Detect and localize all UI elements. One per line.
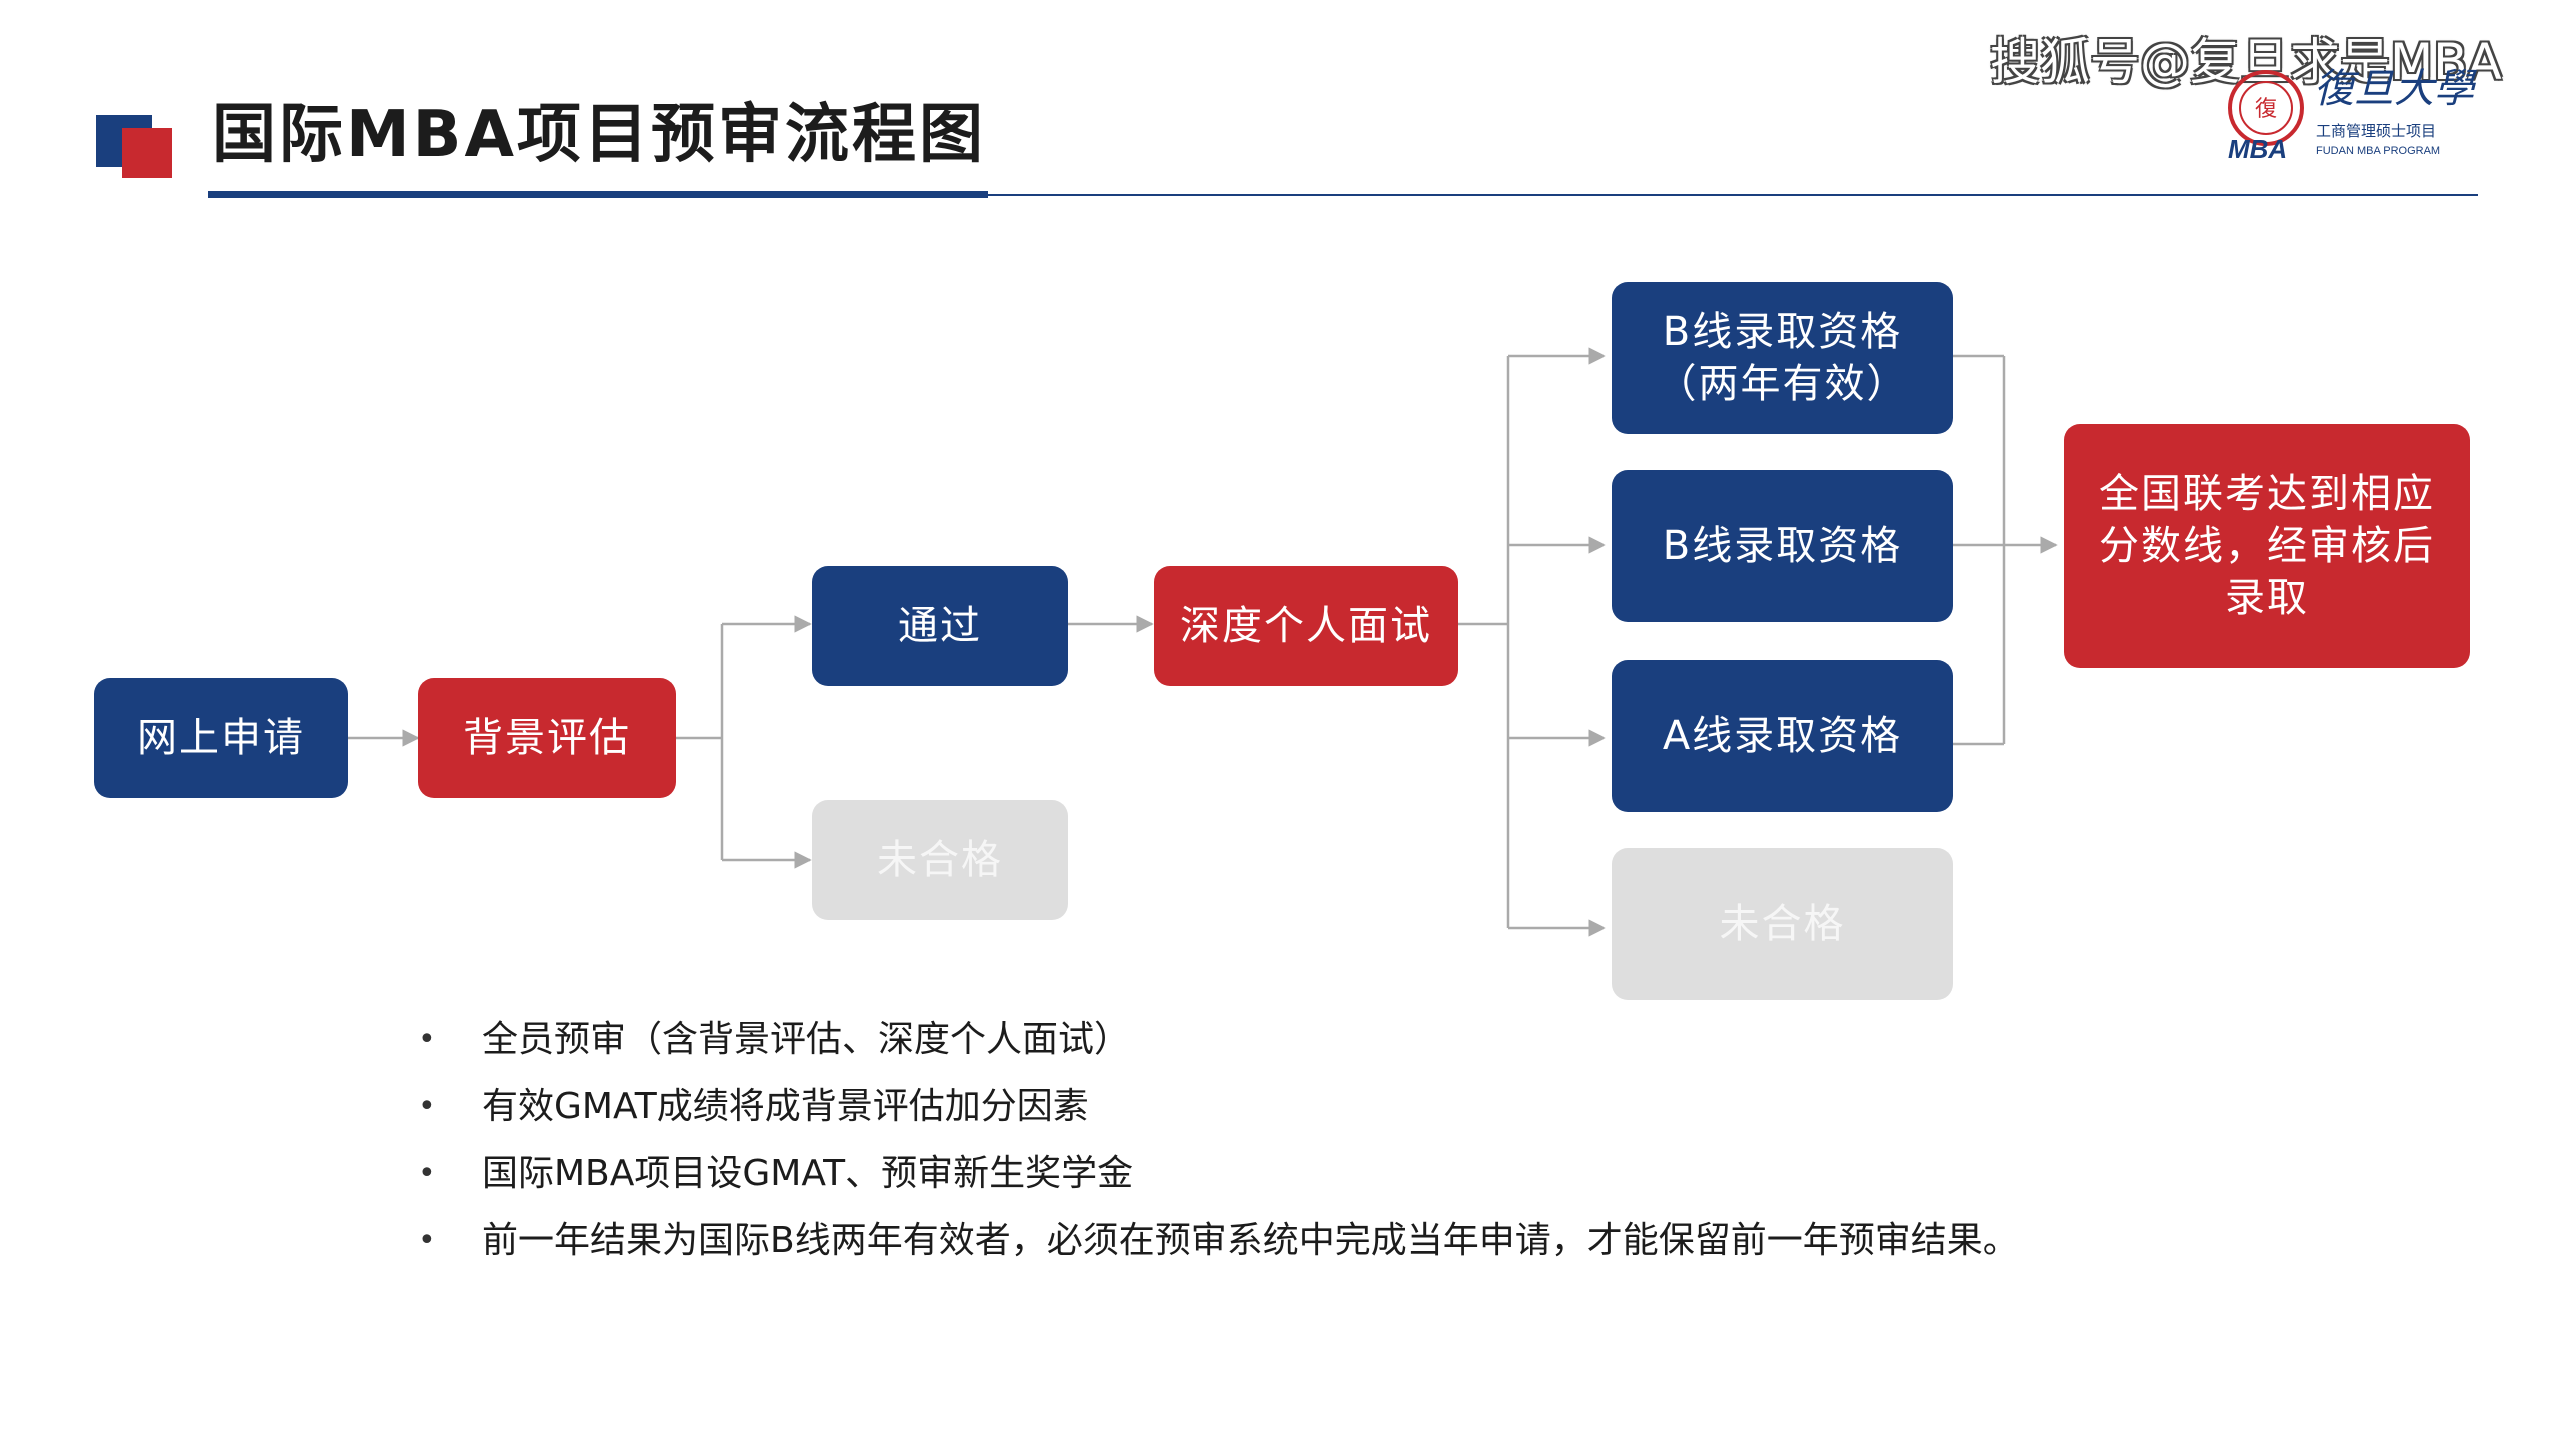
header-rule-accent [208,191,988,198]
box-b-line: B线录取资格 [1612,470,1953,622]
box-b-line-two-year: B线录取资格 （两年有效） [1612,282,1953,434]
header-rule [208,194,2478,196]
note-text: 有效GMAT成绩将成背景评估加分因素 [482,1086,1089,1127]
note-text: 全员预审（含背景评估、深度个人面试） [482,1019,1131,1060]
logo-subtitle-en: FUDAN MBA PROGRAM [2316,145,2440,157]
box-pass: 通过 [812,566,1068,686]
list-item: • 国际MBA项目设GMAT、预审新生奖学金 [410,1140,2019,1207]
bullet-icon: • [418,1156,436,1191]
logo-subtitle-cn: 工商管理硕士项目 [2316,122,2436,140]
bullet-icon: • [418,1089,436,1124]
box-not-qualified-1: 未合格 [812,800,1068,920]
header-square-red [122,128,172,178]
note-text: 前一年结果为国际B线两年有效者，必须在预审系统中完成当年申请，才能保留前一年预审… [482,1220,2019,1261]
bullet-icon: • [418,1022,436,1057]
watermark: 搜狐号@复旦求是MBA [1990,33,2502,91]
fudan-seal-icon: 復 [2228,70,2304,146]
box-background-evaluation: 背景评估 [418,678,676,798]
box-not-qualified-2: 未合格 [1612,848,1953,1000]
box-final-admission: 全国联考达到相应 分数线，经审核后 录取 [2064,424,2470,668]
box-personal-interview: 深度个人面试 [1154,566,1458,686]
logo-mark: MBA [2228,134,2287,162]
svg-text:復: 復 [2255,97,2277,122]
list-item: • 前一年结果为国际B线两年有效者，必须在预审系统中完成当年申请，才能保留前一年预… [410,1207,2019,1274]
box-online-application: 网上申请 [94,678,348,798]
list-item: • 全员预审（含背景评估、深度个人面试） [410,1006,2019,1073]
logo-university: 復旦大學 [2314,66,2477,112]
notes-list: •全员预审（含背景评估、深度个人面试） •有效GMAT成绩将成背景评估加分因素 … [410,1006,2019,1274]
fudan-mba-logo: 復 MBA 復旦大學 工商管理硕士项目 FUDAN MBA PROGRAM [2228,66,2477,162]
box-a-line: A线录取资格 [1612,660,1953,812]
note-text: 国际MBA项目设GMAT、预审新生奖学金 [482,1153,1134,1194]
bullet-icon: • [418,1223,436,1258]
page-title: 国际MBA项目预审流程图 [212,98,986,172]
list-item: • 有效GMAT成绩将成背景评估加分因素 [410,1073,2019,1140]
